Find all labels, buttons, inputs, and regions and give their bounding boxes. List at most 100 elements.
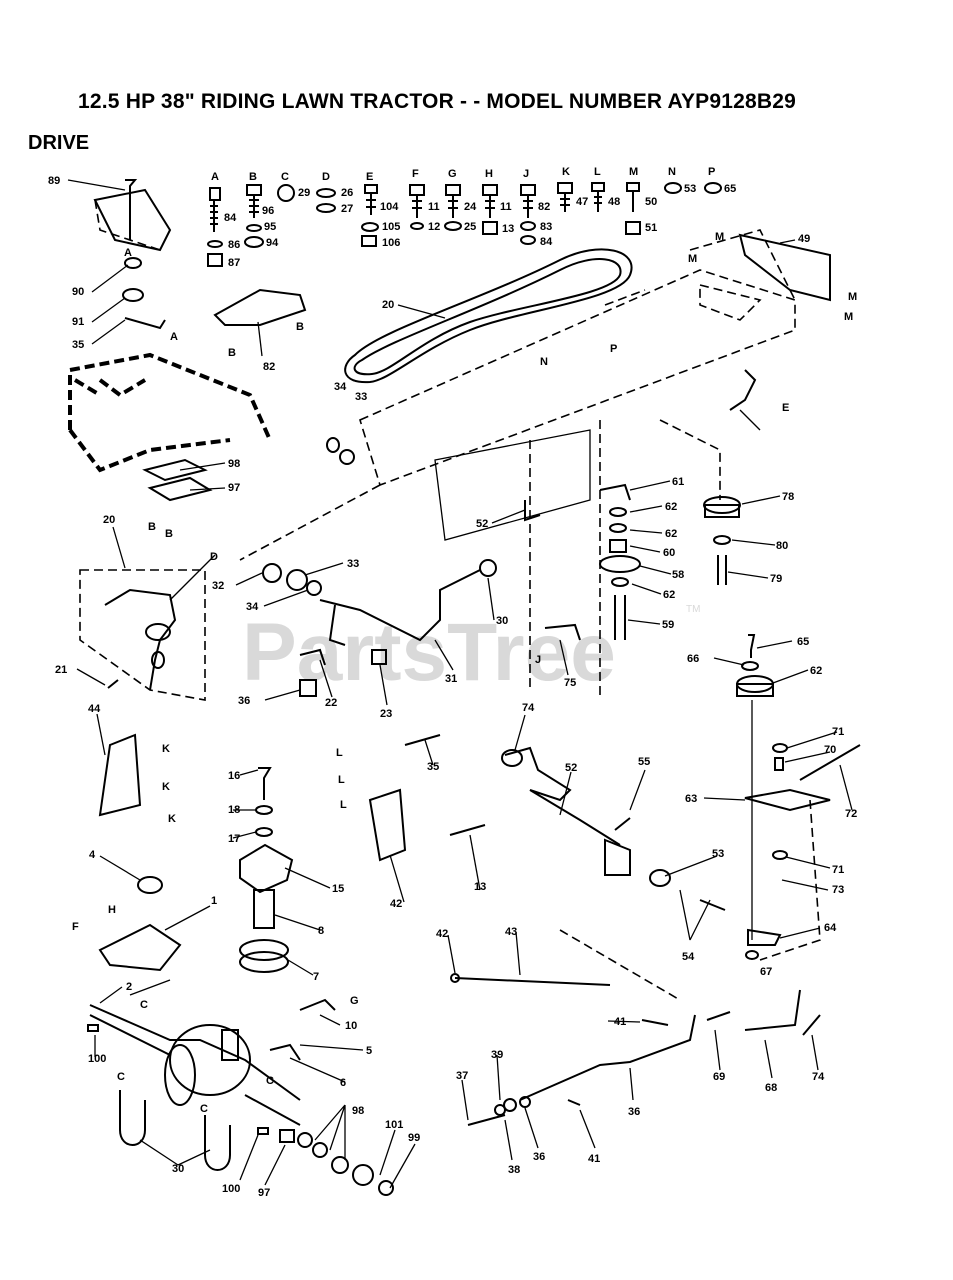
label-K: K <box>168 813 176 825</box>
part-label: 83 <box>540 221 552 233</box>
part-label: 94 <box>266 237 279 249</box>
part-label: 79 <box>770 573 782 585</box>
part-label: 10 <box>345 1020 357 1032</box>
part-label: 33 <box>347 558 359 570</box>
part-label: 13 <box>474 881 486 893</box>
part-label: 36 <box>238 695 250 707</box>
part-label: 70 <box>824 744 836 756</box>
label-E: E <box>366 171 373 183</box>
part-label: 68 <box>765 1082 777 1094</box>
part-label: 61 <box>672 476 684 488</box>
part-label: 30 <box>172 1163 184 1175</box>
part-label: 42 <box>390 898 402 910</box>
part-label: 41 <box>614 1016 626 1028</box>
part-label: 53 <box>712 848 724 860</box>
label-C: C <box>266 1075 274 1087</box>
label-D: D <box>322 171 330 183</box>
label-G: G <box>448 168 457 180</box>
part-label: 31 <box>445 673 457 685</box>
part-label: 35 <box>427 761 439 773</box>
label-N: N <box>668 166 676 178</box>
part-label: 23 <box>380 708 392 720</box>
label-H: H <box>485 168 493 180</box>
label-K: K <box>562 166 570 178</box>
part-label: 11 <box>428 201 440 213</box>
part-label: 2 <box>126 981 132 993</box>
label-F: F <box>72 921 79 933</box>
part-label: 82 <box>538 201 550 213</box>
label-K: K <box>162 781 170 793</box>
label-L: L <box>594 166 601 178</box>
part-label: 90 <box>72 286 84 298</box>
part-label: 80 <box>776 540 788 552</box>
callout-labels: A B C D E F G H J K L M N P 89 90 91 35 … <box>48 166 857 1199</box>
part-label: 44 <box>88 703 101 715</box>
label-D: D <box>210 551 218 563</box>
part-label: 1 <box>211 895 217 907</box>
label-L: L <box>338 774 345 786</box>
hardware-row <box>207 182 722 267</box>
part-label: 99 <box>408 1132 420 1144</box>
part-label: 65 <box>797 636 809 648</box>
part-label: 38 <box>508 1164 520 1176</box>
part-label: 41 <box>588 1153 600 1165</box>
part-label: 62 <box>665 528 677 540</box>
part-label: 42 <box>436 928 448 940</box>
part-label: 71 <box>832 864 844 876</box>
part-label: 8 <box>318 925 324 937</box>
part-label: 104 <box>380 201 399 213</box>
part-label: 13 <box>502 223 514 235</box>
part-label: 71 <box>832 726 844 738</box>
part-label: 74 <box>812 1071 825 1083</box>
part-label: 106 <box>382 237 400 249</box>
label-C: C <box>281 171 289 183</box>
part-label: 73 <box>832 884 844 896</box>
part-label: 96 <box>262 205 274 217</box>
part-label: 78 <box>782 491 794 503</box>
label-F: F <box>412 168 419 180</box>
part-label: 20 <box>382 299 394 311</box>
part-label: 12 <box>428 221 440 233</box>
part-label: 29 <box>298 187 310 199</box>
label-G: G <box>350 995 359 1007</box>
part-label: 33 <box>355 391 367 403</box>
part-label: 5 <box>366 1045 372 1057</box>
part-label: 34 <box>334 381 347 393</box>
part-label: 72 <box>845 808 857 820</box>
label-P: P <box>708 166 715 178</box>
frame-outline <box>239 229 796 700</box>
label-B: B <box>148 521 156 533</box>
part-label: 65 <box>724 183 736 195</box>
label-E: E <box>782 402 789 414</box>
part-label: 43 <box>505 926 517 938</box>
part-label: 89 <box>48 175 60 187</box>
part-label: 98 <box>352 1105 364 1117</box>
part-label: 54 <box>682 951 695 963</box>
part-label: 27 <box>341 203 353 215</box>
label-B: B <box>249 171 257 183</box>
part-label: 59 <box>662 619 674 631</box>
part-label: 30 <box>496 615 508 627</box>
label-M: M <box>848 291 857 303</box>
label-M: M <box>844 311 853 323</box>
part-label: 39 <box>491 1049 503 1061</box>
part-label: 25 <box>464 221 476 233</box>
part-label: 48 <box>608 196 620 208</box>
part-label: 100 <box>222 1183 240 1195</box>
part-label: 74 <box>522 702 535 714</box>
part-label: 95 <box>264 221 276 233</box>
label-C: C <box>140 999 148 1011</box>
label-M: M <box>688 253 697 265</box>
part-label: 63 <box>685 793 697 805</box>
label-B: B <box>296 321 304 333</box>
label-C: C <box>117 1071 125 1083</box>
part-label: 66 <box>687 653 699 665</box>
part-label: 84 <box>224 212 237 224</box>
part-label: 6 <box>340 1077 346 1089</box>
part-label: 4 <box>89 849 96 861</box>
part-label: 60 <box>663 547 675 559</box>
part-label: 82 <box>263 361 275 373</box>
part-label: 101 <box>385 1119 403 1131</box>
leader-lines <box>67 179 853 1189</box>
label-C: C <box>200 1103 208 1115</box>
